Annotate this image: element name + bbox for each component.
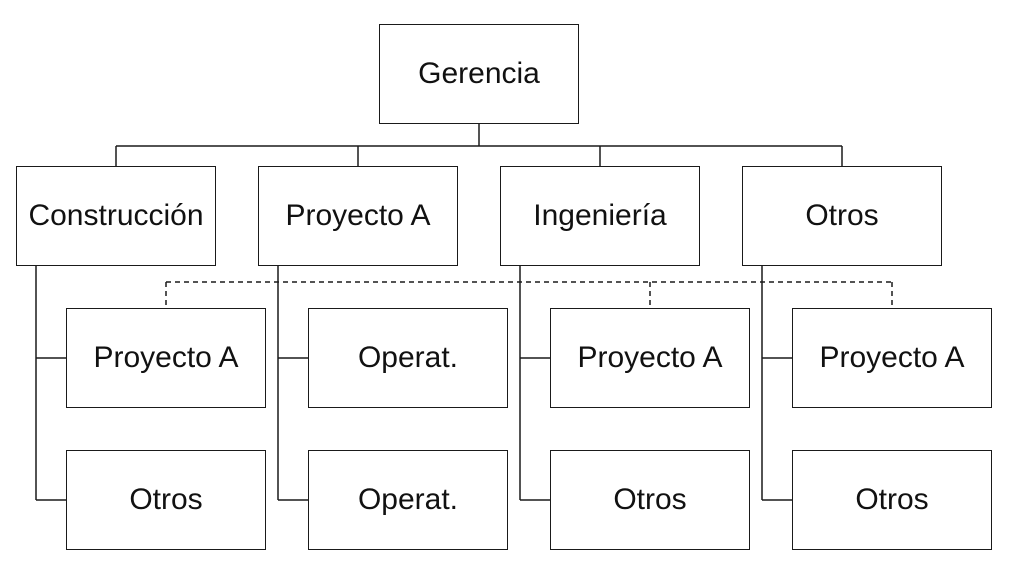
child-node: Otros (66, 450, 266, 550)
department-node: Proyecto A (258, 166, 458, 266)
department-node: Otros (742, 166, 942, 266)
child-node: Operat. (308, 308, 508, 408)
child-node: Otros (550, 450, 750, 550)
root-node: Gerencia (379, 24, 579, 124)
child-node: Proyecto A (792, 308, 992, 408)
child-node: Proyecto A (550, 308, 750, 408)
child-node: Operat. (308, 450, 508, 550)
child-node: Otros (792, 450, 992, 550)
child-node: Proyecto A (66, 308, 266, 408)
department-node: Construcción (16, 166, 216, 266)
department-node: Ingeniería (500, 166, 700, 266)
